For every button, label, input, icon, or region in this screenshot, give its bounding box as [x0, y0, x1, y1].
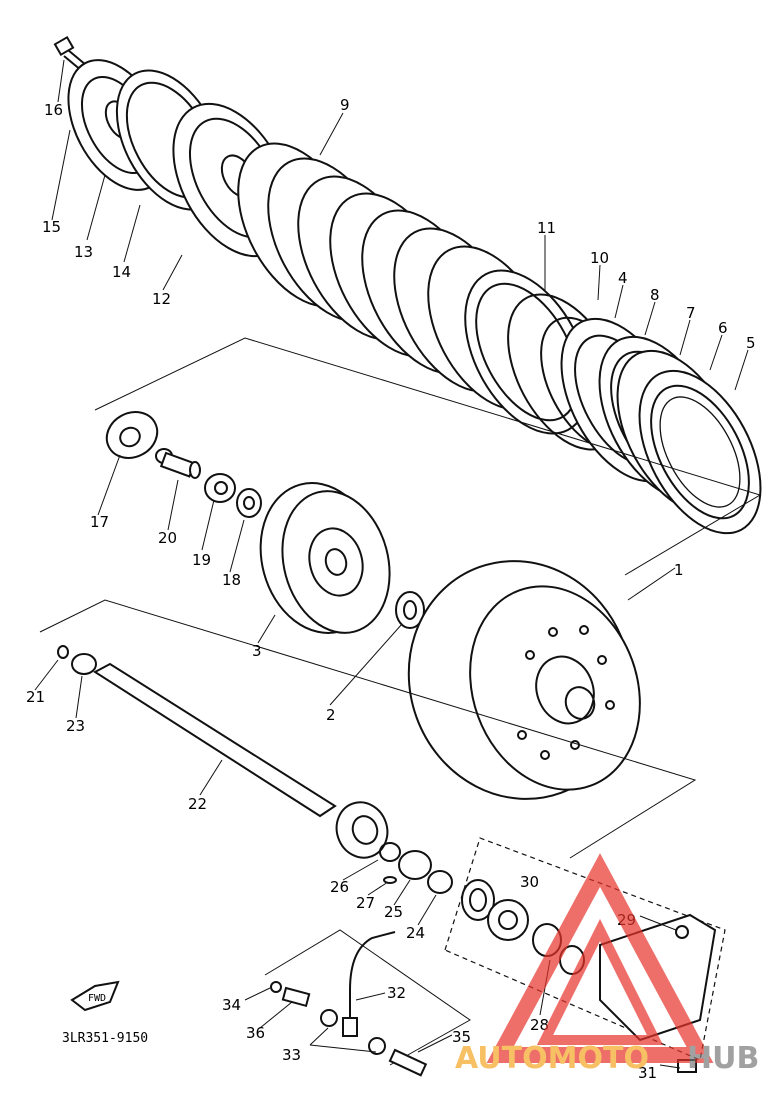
label-part-18: 18	[222, 571, 241, 589]
watermark-text-orange: AUTOMOTO	[455, 1041, 649, 1076]
dashed-guide-box-shaft	[39, 599, 697, 859]
label-part-16: 16	[44, 101, 63, 119]
label-part-3: 3	[252, 642, 262, 660]
label-part-1: 1	[674, 561, 684, 579]
thrust-washer-part-2	[395, 591, 425, 629]
bearing-part-25b	[398, 850, 432, 880]
bleed-screw-part-36	[281, 986, 311, 1008]
label-part-9: 9	[340, 96, 350, 114]
clutch-pack-assembly	[53, 35, 762, 535]
label-part-19: 19	[192, 551, 211, 569]
washer-part-24	[427, 870, 453, 894]
label-part-22: 22	[188, 795, 207, 813]
label-part-26: 26	[330, 878, 349, 896]
bearing-part-30b	[487, 899, 529, 941]
label-part-13: 13	[74, 243, 93, 261]
washer-part-34	[270, 981, 282, 993]
primary-driven-gear-part-3	[259, 482, 391, 634]
washer-part-18	[236, 488, 262, 518]
nut-part-19	[204, 473, 236, 503]
automotohub-watermark-logo: AUTOMOTO HUB	[455, 853, 759, 1076]
friction-plate-part-5	[638, 369, 762, 535]
bearing-part-17	[105, 411, 159, 459]
label-part-27: 27	[356, 894, 375, 912]
label-part-12: 12	[152, 290, 171, 308]
dashed-guide-box-upper	[94, 337, 762, 576]
label-part-7: 7	[686, 304, 696, 322]
fwd-label: FWD	[88, 993, 106, 1004]
oil-seal-part-26	[335, 801, 389, 859]
label-part-8: 8	[650, 286, 660, 304]
label-part-25: 25	[384, 903, 403, 921]
dashed-guide-box-hose	[264, 929, 471, 1066]
push-rod-part-20	[155, 448, 201, 479]
gasket-part-33	[320, 1009, 386, 1055]
leader-lines	[34, 59, 749, 1069]
union-bolt-part-35	[388, 1048, 428, 1077]
label-part-5: 5	[746, 334, 756, 352]
oring-part-21	[57, 645, 69, 659]
label-part-28: 28	[530, 1016, 549, 1034]
label-part-6: 6	[718, 319, 728, 337]
label-part-2: 2	[326, 706, 336, 724]
watermark-text-gray: HUB	[687, 1041, 759, 1076]
label-part-10: 10	[590, 249, 609, 267]
label-part-36: 36	[246, 1024, 265, 1042]
ball-part-25	[383, 876, 397, 884]
oil-seal-part-30	[461, 879, 495, 921]
label-part-35: 35	[452, 1028, 471, 1046]
label-part-32: 32	[387, 984, 406, 1002]
label-part-33: 33	[282, 1046, 301, 1064]
bushing-part-23	[71, 653, 97, 675]
drawing-code: 3LR351-9150	[62, 1031, 148, 1046]
label-part-23: 23	[66, 717, 85, 735]
label-part-4: 4	[618, 269, 628, 287]
label-part-20: 20	[158, 529, 177, 547]
label-part-15: 15	[42, 218, 61, 236]
label-part-31: 31	[638, 1064, 657, 1082]
label-part-14: 14	[112, 263, 131, 281]
label-part-17: 17	[90, 513, 109, 531]
label-part-30: 30	[520, 873, 539, 891]
hose-part-32	[342, 931, 396, 1037]
label-part-11: 11	[537, 219, 556, 237]
dashed-box-release-assembly	[444, 837, 726, 1061]
label-part-34: 34	[222, 996, 241, 1014]
push-rod-part-22	[93, 662, 337, 818]
oring-part-27	[379, 842, 401, 862]
forward-direction-arrow-icon: FWD	[70, 980, 120, 1012]
friction-plate-part-11	[464, 269, 590, 435]
label-part-21: 21	[26, 688, 45, 706]
label-part-24: 24	[406, 924, 425, 942]
clutch-housing-part-1	[407, 560, 641, 800]
